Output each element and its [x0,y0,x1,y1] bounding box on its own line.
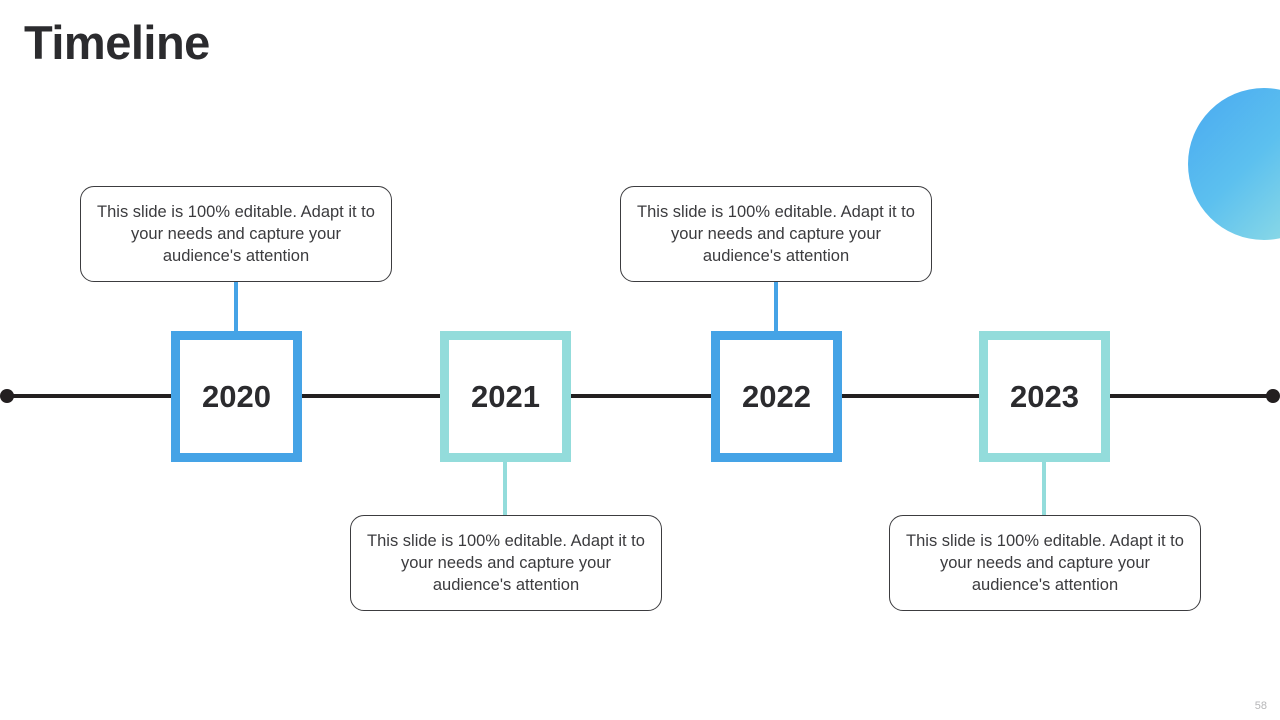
year-label: 2021 [471,379,540,414]
decorative-gradient-circle [1188,88,1280,240]
milestone-connector-2021 [503,460,507,518]
milestone-connector-2022 [774,278,778,334]
milestone-year-box-2021[interactable]: 2021 [440,331,571,462]
milestone-connector-2020 [234,278,238,334]
timeline-axis-start-dot [0,389,14,403]
milestone-connector-2023 [1042,460,1046,518]
year-label: 2020 [202,379,271,414]
milestone-callout-2023[interactable]: This slide is 100% editable. Adapt it to… [889,515,1201,611]
milestone-year-box-2020[interactable]: 2020 [171,331,302,462]
milestone-callout-2021[interactable]: This slide is 100% editable. Adapt it to… [350,515,662,611]
milestone-year-box-2023[interactable]: 2023 [979,331,1110,462]
year-label: 2023 [1010,379,1079,414]
milestone-callout-2020[interactable]: This slide is 100% editable. Adapt it to… [80,186,392,282]
page-title: Timeline [24,16,210,69]
timeline-axis-line [8,394,1272,398]
milestone-year-box-2022[interactable]: 2022 [711,331,842,462]
callout-text: This slide is 100% editable. Adapt it to… [97,203,375,265]
callout-text: This slide is 100% editable. Adapt it to… [367,532,645,594]
year-label: 2022 [742,379,811,414]
page-number: 58 [1254,700,1267,712]
callout-text: This slide is 100% editable. Adapt it to… [637,203,915,265]
callout-text: This slide is 100% editable. Adapt it to… [906,532,1184,594]
timeline-axis-end-dot [1266,389,1280,403]
milestone-callout-2022[interactable]: This slide is 100% editable. Adapt it to… [620,186,932,282]
